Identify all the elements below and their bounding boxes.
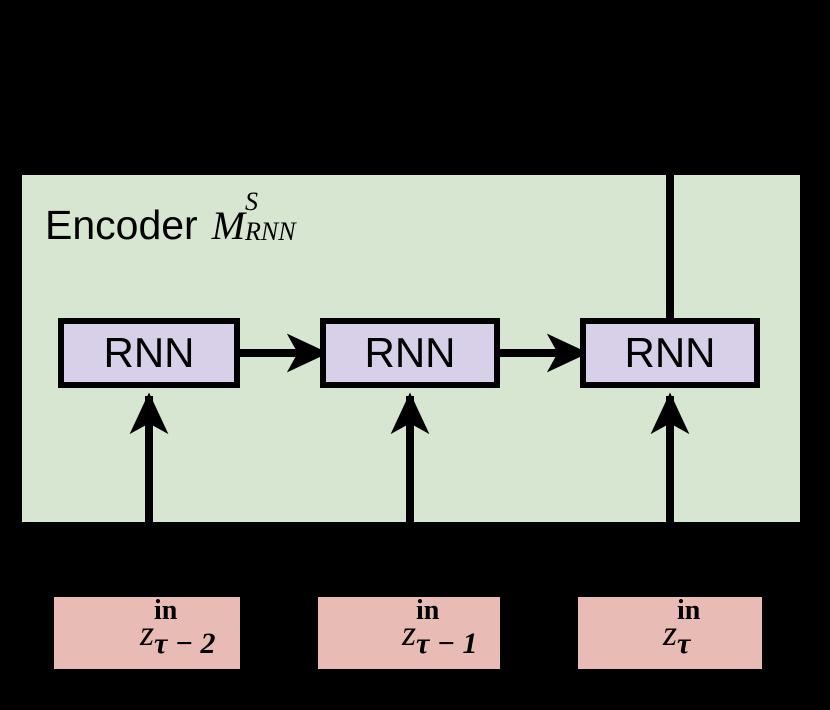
encoder-model-base: M	[211, 203, 246, 248]
input-expr-2-subscript: τ − 1	[416, 627, 478, 660]
input-expr-1-base: z	[139, 613, 154, 653]
encoder-model-subscript: RNN	[245, 217, 296, 246]
input-expr-2-base: z	[401, 613, 416, 653]
input-expr-3-base: z	[662, 613, 677, 653]
encoder-title-word: Encoder	[45, 202, 198, 248]
rnn-cell-2-label: RNN	[364, 329, 456, 376]
rnn-cell-2[interactable]: RNN	[320, 318, 500, 388]
input-expr-3-superscript: in	[677, 595, 701, 626]
input-expr-3-subscript: τ	[677, 627, 691, 660]
input-expr-1-superscript: in	[154, 595, 178, 626]
encoder-model-superscript: S	[245, 187, 259, 216]
rnn-cell-3[interactable]: RNN	[580, 318, 760, 388]
rnn-cell-1-label: RNN	[103, 329, 195, 376]
input-arrow-group	[129, 392, 690, 560]
rnn-cell-1[interactable]: RNN	[58, 318, 240, 388]
input-expr-1-subscript: τ − 2	[154, 627, 216, 660]
input-expr-2-superscript: in	[416, 595, 440, 626]
rnn-cell-3-label: RNN	[624, 329, 716, 376]
